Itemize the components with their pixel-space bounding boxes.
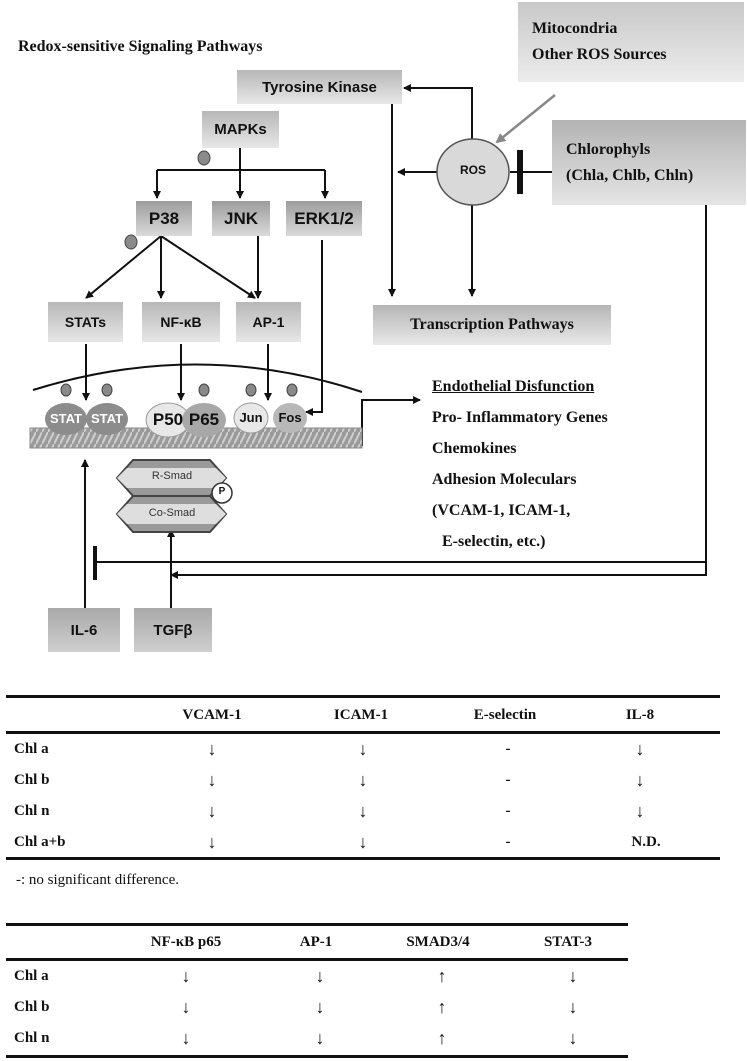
table2-header-ap1: AP-1 — [299, 934, 333, 950]
effect-proinflammatory: Pro- Inflammatory Genes — [432, 409, 608, 426]
table2-header-rule — [6, 958, 628, 961]
chlorophyls-title: Chlorophyls — [566, 140, 651, 158]
table2-cell: ↓ — [315, 997, 325, 1017]
table1-cell: ↓ — [207, 739, 217, 759]
tgfb-box: TGFβ — [134, 608, 212, 652]
transcription-pathways-box: Transcription Pathways — [373, 305, 611, 345]
diagram-title: Redox-sensitive Signaling Pathways — [18, 38, 263, 55]
table2-cell: ↓ — [315, 1028, 325, 1048]
ros-source-mitocondria: Mitocondria — [532, 20, 618, 37]
p65-label: P65 — [188, 410, 220, 429]
table1-bottom-rule — [6, 857, 720, 860]
table1-cell: ↓ — [207, 832, 217, 852]
table2-cell: ↓ — [181, 966, 191, 986]
ros-sources-box: Mitocondria Other ROS Sources — [518, 2, 744, 82]
p38-box: P38 — [136, 201, 192, 236]
table1-cell: ↓ — [207, 801, 217, 821]
table2-cell: ↓ — [315, 966, 325, 986]
table2-cell: ↓ — [568, 966, 578, 986]
table1-row-label: Chl n — [14, 803, 50, 819]
table2-row-label: Chl a — [14, 968, 49, 984]
table2-row-label: Chl b — [14, 999, 50, 1015]
jnk-box: JNK — [212, 201, 270, 236]
il6-box: IL-6 — [48, 608, 120, 652]
stat-label-2: STAT — [90, 411, 123, 426]
p50-label: P50 — [152, 410, 184, 429]
table1-header-eselectin: E-selectin — [473, 707, 537, 723]
table1-row-label: Chl a — [14, 741, 49, 757]
table2-header-nfkb: NF-κB p65 — [150, 934, 222, 950]
effect-adhesion: Adhesion Moleculars — [432, 471, 577, 488]
table2-cell: ↓ — [181, 997, 191, 1017]
chlorophyls-types: (Chla, Chlb, Chln) — [566, 166, 694, 184]
effect-adhesion-list-cont: E-selectin, etc.) — [442, 533, 546, 550]
table1-cell: - — [505, 803, 511, 819]
chlorophyls-box: Chlorophyls (Chla, Chlb, Chln) — [552, 120, 746, 205]
table1-header-icam: ICAM-1 — [333, 707, 389, 723]
table1-cell: - — [505, 741, 511, 757]
effect-chemokines: Chemokines — [432, 440, 517, 457]
effect-adhesion-list: (VCAM-1, ICAM-1, — [432, 502, 571, 519]
table1-cell: ↓ — [358, 739, 368, 759]
ros-label: ROS — [459, 163, 486, 177]
tyrosine-kinase-box: Tyrosine Kinase — [237, 70, 402, 104]
table1-cell: ↓ — [358, 801, 368, 821]
table1-row-label: Chl a+b — [14, 834, 66, 850]
cosmad-label: Co-Smad — [148, 507, 196, 519]
table1-note: -: no significant difference. — [16, 872, 179, 888]
rsmad-label: R-Smad — [151, 470, 193, 482]
table1-header-il8: IL-8 — [625, 707, 655, 723]
table2-row-label: Chl n — [14, 1030, 50, 1046]
table2-cell: ↓ — [568, 1028, 578, 1048]
table1-header-rule — [6, 731, 720, 734]
table1-cell: ↓ — [207, 770, 217, 790]
table1-header-vcam: VCAM-1 — [182, 707, 242, 723]
effect-endothelial: Endothelial Disfunction — [432, 378, 595, 395]
table2-top-rule — [6, 923, 628, 926]
stat-label-1: STAT — [49, 411, 82, 426]
table1-cell: - — [505, 772, 511, 788]
table2-cell: ↑ — [437, 1028, 447, 1048]
ap1-box: AP-1 — [236, 302, 301, 342]
mapks-box: MAPKs — [202, 111, 279, 148]
ros-source-other: Other ROS Sources — [532, 46, 667, 63]
erk-box: ERK1/2 — [286, 201, 362, 236]
pathway-diagram — [29, 84, 707, 608]
table2-cell: ↑ — [437, 997, 447, 1017]
table1-cell: ↓ — [635, 770, 645, 790]
table1-cell: N.D. — [631, 834, 661, 850]
table1-row-label: Chl b — [14, 772, 50, 788]
jun-label: Jun — [239, 410, 263, 425]
table1-cell: ↓ — [358, 832, 368, 852]
table2-header-stat3: STAT-3 — [543, 934, 593, 950]
table2-header-smad: SMAD3/4 — [406, 934, 470, 950]
table1-cell: ↓ — [635, 801, 645, 821]
table2-bottom-rule — [6, 1055, 628, 1058]
table1-cell: ↓ — [358, 770, 368, 790]
nfkb-box: NF-κB — [142, 302, 220, 342]
fos-label: Fos — [278, 410, 302, 425]
stats-box: STATs — [48, 302, 123, 342]
table1-cell: ↓ — [635, 739, 645, 759]
table2-cell: ↓ — [181, 1028, 191, 1048]
phospho-p-label: P — [218, 486, 226, 497]
table1-top-rule — [6, 695, 720, 698]
table1-cell: - — [505, 834, 511, 850]
table2-cell: ↑ — [437, 966, 447, 986]
table2-cell: ↓ — [568, 997, 578, 1017]
